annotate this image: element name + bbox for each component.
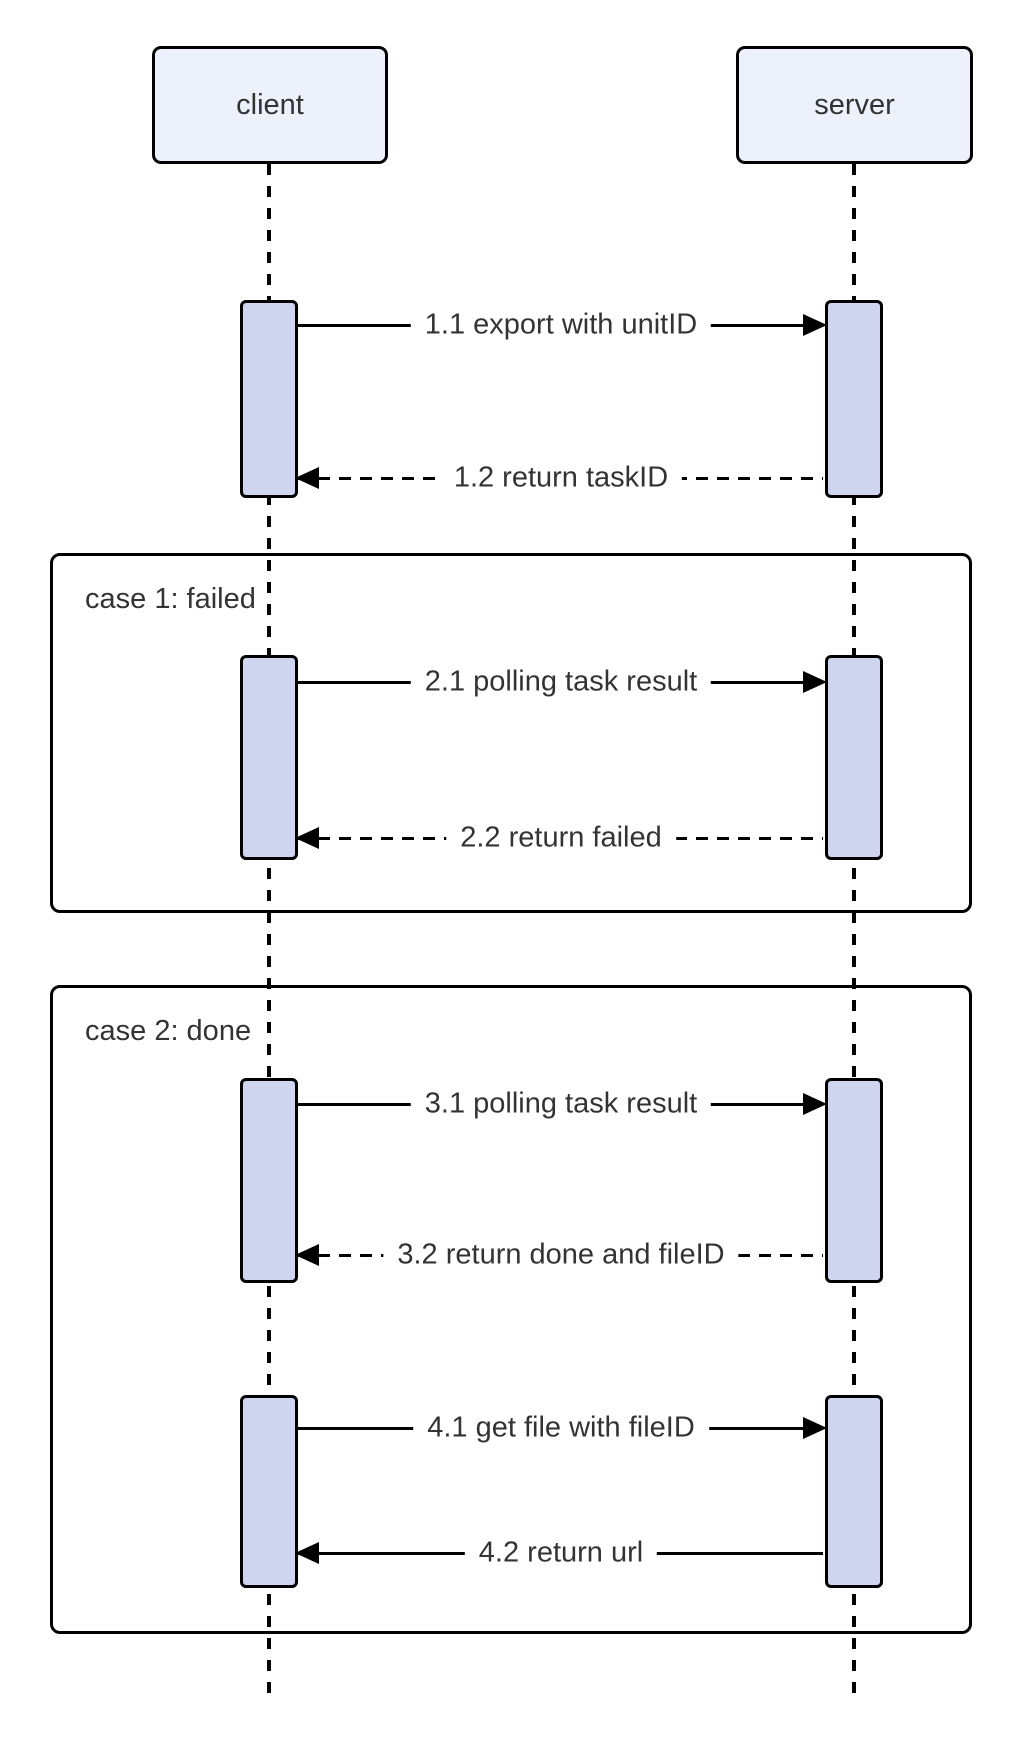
arrowhead-right-icon	[803, 1417, 827, 1439]
activation-bar-client-3	[240, 1078, 298, 1283]
activation-bar-server-4	[825, 1395, 883, 1588]
message-label: 2.2 return failed	[446, 818, 676, 858]
arrowhead-left-icon	[295, 827, 319, 849]
lifeline-client	[267, 164, 271, 1698]
actor-client-label: client	[236, 88, 304, 121]
arrowhead-left-icon	[295, 467, 319, 489]
message-label: 1.1 export with unitID	[410, 305, 712, 345]
actor-server: server	[736, 46, 973, 164]
message-label: 4.2 return url	[464, 1533, 658, 1573]
frame-case-2-done: case 2: done	[50, 985, 972, 1634]
activation-bar-server-2	[825, 655, 883, 860]
message-label: 1.2 return taskID	[439, 458, 683, 498]
activation-bar-client-2	[240, 655, 298, 860]
arrowhead-right-icon	[803, 314, 827, 336]
frame-case-1-failed: case 1: failed	[50, 553, 972, 913]
message-label: 4.1 get file with fileID	[413, 1408, 709, 1448]
message-label: 2.1 polling task result	[410, 662, 712, 702]
arrowhead-right-icon	[803, 1093, 827, 1115]
arrowhead-left-icon	[295, 1244, 319, 1266]
activation-bar-server-3	[825, 1078, 883, 1283]
message-label: 3.1 polling task result	[410, 1084, 712, 1124]
message-label: 3.2 return done and fileID	[383, 1235, 739, 1275]
frame-label: case 1: failed	[85, 583, 256, 615]
actor-client: client	[152, 46, 388, 164]
activation-bar-server-1	[825, 300, 883, 498]
activation-bar-client-1	[240, 300, 298, 498]
arrowhead-left-icon	[295, 1542, 319, 1564]
activation-bar-client-4	[240, 1395, 298, 1588]
frame-label: case 2: done	[85, 1015, 252, 1047]
actor-server-label: server	[814, 88, 895, 121]
lifeline-server	[852, 164, 856, 1698]
arrowhead-right-icon	[803, 671, 827, 693]
